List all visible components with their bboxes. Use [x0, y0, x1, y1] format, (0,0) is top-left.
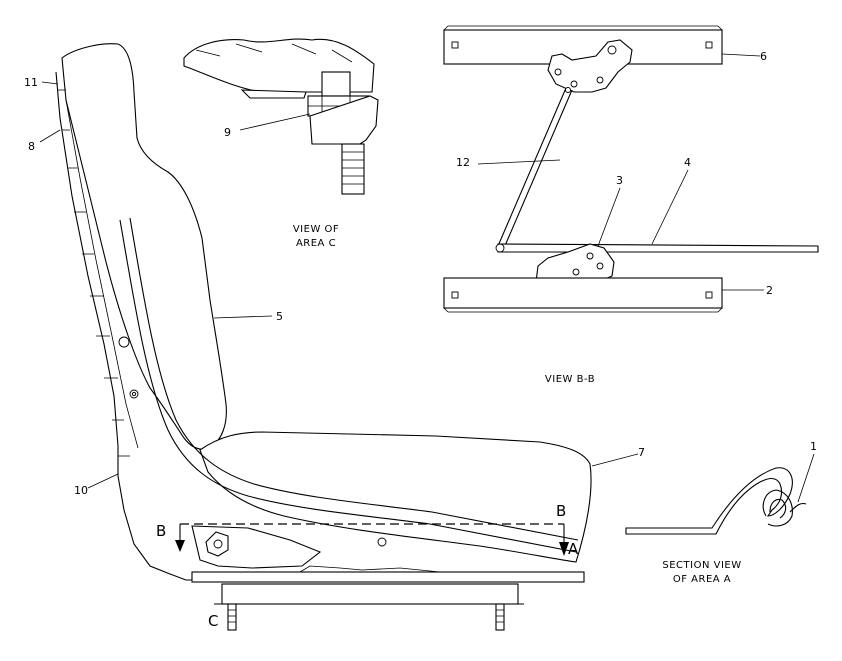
callout-6: 6 — [760, 50, 767, 63]
marker-a: A — [568, 540, 579, 558]
lower-rail — [443, 277, 723, 309]
area-a-detail — [625, 467, 807, 535]
base-rail — [191, 571, 585, 583]
shell-back — [55, 71, 214, 581]
marker-b-right: B — [556, 502, 566, 520]
link-rod — [497, 87, 567, 247]
area-c-detail — [183, 38, 379, 195]
section-markers: B B A C — [156, 502, 579, 630]
marker-b-left: B — [156, 522, 166, 540]
seat-cushion — [199, 431, 592, 563]
handle-bar — [497, 243, 819, 253]
stud — [341, 143, 365, 195]
bolt-head — [321, 71, 351, 97]
callout-5: 5 — [276, 310, 283, 323]
view-area-c-line1: VIEW OF — [293, 224, 339, 235]
callout-9: 9 — [224, 126, 231, 139]
back-ribs — [58, 89, 130, 457]
mount-plate — [221, 583, 519, 605]
view-labels: VIEW OF AREA C VIEW B-B SECTION VIEW OF … — [293, 224, 741, 585]
clip-loop — [762, 489, 793, 527]
view-bb-label: VIEW B-B — [545, 374, 595, 385]
view-area-c-line2: AREA C — [296, 238, 336, 249]
mount-stud-right — [495, 603, 505, 631]
callout-4: 4 — [684, 156, 691, 169]
view-area-a-line2: OF AREA A — [673, 574, 731, 585]
callout-10: 10 — [74, 484, 88, 497]
seat-side-view — [55, 43, 592, 631]
callout-11: 11 — [24, 76, 38, 89]
callout-7: 7 — [638, 446, 645, 459]
clip-strip — [625, 467, 793, 535]
mount-stud-left — [227, 603, 237, 631]
arrow-b-right — [559, 542, 569, 556]
view-area-a-line1: SECTION VIEW — [662, 560, 741, 571]
callout-8: 8 — [28, 140, 35, 153]
back-cushion — [61, 43, 227, 450]
callout-1: 1 — [810, 440, 817, 453]
frame-tube — [119, 219, 577, 553]
arrow-b-left — [175, 540, 185, 552]
view-bb-detail — [443, 25, 819, 313]
callout-2: 2 — [766, 284, 773, 297]
leader-lines — [39, 53, 815, 503]
callout-labels: 1 2 3 4 5 6 7 8 9 10 11 12 — [24, 50, 817, 497]
marker-c: C — [208, 612, 218, 630]
callout-3: 3 — [616, 174, 623, 187]
callout-12: 12 — [456, 156, 470, 169]
